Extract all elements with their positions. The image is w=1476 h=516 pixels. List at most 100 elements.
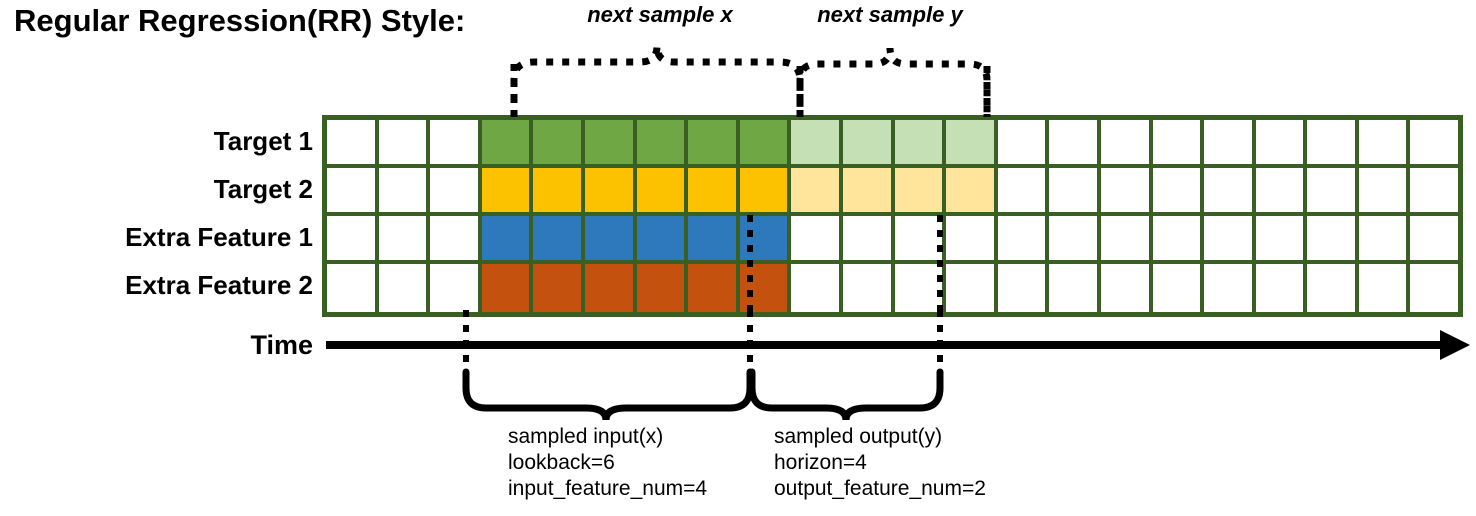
- grid-cell-extra-feature-2-18: [1255, 264, 1308, 312]
- grid-cell-extra-feature-2-16: [1152, 264, 1205, 312]
- grid-cell-extra-feature-2-1: [378, 264, 431, 312]
- row-label-extra-feature-1: Extra Feature 1: [125, 222, 313, 252]
- sampled-input-title: sampled input(x): [508, 425, 664, 448]
- grid-cell-target-1-10: [842, 120, 895, 168]
- grid-cell-target-1-13: [997, 120, 1050, 168]
- grid-cell-extra-feature-2-4: [533, 264, 585, 312]
- grid-cell-extra-feature-1-18: [1255, 216, 1308, 264]
- row-label-target-2: Target 2: [213, 174, 313, 204]
- page-title: Regular Regression(RR) Style:: [14, 3, 466, 38]
- grid-cell-target-2-5: [584, 168, 637, 216]
- grid-cell-target-1-4: [533, 120, 585, 168]
- annotation-sampled-input: sampled input(x) lookback=6 input_featur…: [508, 424, 707, 502]
- grid-cell-target-1-15: [1100, 120, 1153, 168]
- top-brace-next-sample-y: [796, 47, 991, 117]
- grid-cell-extra-feature-1-12: [946, 216, 998, 264]
- grid-row-target-2: [327, 168, 1459, 216]
- grid-cell-extra-feature-2-3: [481, 264, 534, 312]
- grid-cell-target-1-11: [894, 120, 947, 168]
- bottom-brace-sampled-input: [462, 368, 754, 421]
- grid-cell-target-1-7: [688, 120, 740, 168]
- grid-cell-extra-feature-2-13: [997, 264, 1050, 312]
- grid-cell-target-1-2: [430, 120, 482, 168]
- grid-cell-extra-feature-1-3: [481, 216, 534, 264]
- grid-cell-target-2-18: [1255, 168, 1308, 216]
- grid-cell-target-2-13: [997, 168, 1050, 216]
- row-label-column: Target 1 Target 2 Extra Feature 1 Extra …: [0, 117, 313, 309]
- grid-cell-target-2-7: [688, 168, 740, 216]
- grid-cell-target-2-21: [1410, 168, 1459, 216]
- grid-cell-extra-feature-2-9: [791, 264, 843, 312]
- grid-cell-extra-feature-2-19: [1307, 264, 1359, 312]
- grid-cell-target-2-14: [1049, 168, 1101, 216]
- annotation-next-sample-x: next sample x: [587, 2, 733, 27]
- row-label-target-1: Target 1: [213, 126, 313, 156]
- grid-cell-target-1-20: [1358, 120, 1411, 168]
- top-guide-lines: [510, 64, 991, 117]
- grid-cell-target-1-5: [584, 120, 637, 168]
- grid-cell-extra-feature-2-21: [1410, 264, 1459, 312]
- grid-cell-extra-feature-2-10: [842, 264, 895, 312]
- grid-cell-extra-feature-1-10: [842, 216, 895, 264]
- timeline-grid: [322, 115, 1463, 317]
- grid-cell-target-2-9: [791, 168, 843, 216]
- grid-cell-target-2-11: [894, 168, 947, 216]
- annotation-next-sample-y: next sample y: [817, 2, 963, 27]
- grid-cell-target-1-1: [378, 120, 431, 168]
- grid-cell-target-2-15: [1100, 168, 1153, 216]
- grid-cell-target-2-6: [636, 168, 689, 216]
- grid-cell-extra-feature-1-19: [1307, 216, 1359, 264]
- grid-cell-target-2-8: [739, 168, 792, 216]
- grid-cell-extra-feature-1-16: [1152, 216, 1205, 264]
- grid-cell-target-2-19: [1307, 168, 1359, 216]
- grid-cell-extra-feature-1-2: [430, 216, 482, 264]
- grid-cell-extra-feature-2-12: [946, 264, 998, 312]
- grid-cell-extra-feature-2-7: [688, 264, 740, 312]
- grid-cell-extra-feature-2-11: [894, 264, 947, 312]
- grid-cell-target-2-4: [533, 168, 585, 216]
- grid-cell-target-1-17: [1204, 120, 1256, 168]
- sampled-output-featnum: output_feature_num=2: [774, 477, 986, 500]
- grid-cell-target-1-0: [327, 120, 379, 168]
- grid-cell-target-1-21: [1410, 120, 1459, 168]
- time-axis-arrow: [326, 330, 1470, 360]
- grid-cell-extra-feature-2-0: [327, 264, 379, 312]
- sampled-output-horizon: horizon=4: [774, 451, 867, 474]
- grid-cell-extra-feature-1-14: [1049, 216, 1101, 264]
- grid-cell-target-2-10: [842, 168, 895, 216]
- grid-cell-extra-feature-1-13: [997, 216, 1050, 264]
- grid-cell-target-2-0: [327, 168, 379, 216]
- annotation-sampled-output: sampled output(y) horizon=4 output_featu…: [774, 424, 986, 502]
- grid-cell-extra-feature-1-0: [327, 216, 379, 264]
- grid-cell-target-2-12: [946, 168, 998, 216]
- grid-cell-target-1-8: [739, 120, 792, 168]
- grid-cell-extra-feature-1-21: [1410, 216, 1459, 264]
- grid-cell-target-2-20: [1358, 168, 1411, 216]
- grid-cell-extra-feature-1-9: [791, 216, 843, 264]
- top-brace-next-sample-x: [510, 45, 804, 117]
- sampled-output-title: sampled output(y): [774, 425, 943, 448]
- grid-cell-extra-feature-1-11: [894, 216, 947, 264]
- grid-cell-target-2-17: [1204, 168, 1256, 216]
- grid-cell-extra-feature-1-17: [1204, 216, 1256, 264]
- time-axis-label: Time: [250, 330, 313, 360]
- grid-cell-target-1-14: [1049, 120, 1101, 168]
- row-label-extra-feature-2: Extra Feature 2: [125, 270, 313, 300]
- grid-cell-target-2-2: [430, 168, 482, 216]
- grid-cell-target-1-9: [791, 120, 843, 168]
- grid-cell-extra-feature-1-4: [533, 216, 585, 264]
- sampled-input-featnum: input_feature_num=4: [508, 477, 708, 500]
- grid-cell-extra-feature-1-20: [1358, 216, 1411, 264]
- grid-row-extra-feature-1: [327, 216, 1459, 264]
- grid-cell-target-1-18: [1255, 120, 1308, 168]
- grid-cell-extra-feature-2-20: [1358, 264, 1411, 312]
- grid-cell-target-1-16: [1152, 120, 1205, 168]
- grid-cell-extra-feature-2-5: [584, 264, 637, 312]
- grid-cell-extra-feature-2-14: [1049, 264, 1101, 312]
- grid-cell-extra-feature-1-6: [636, 216, 689, 264]
- bottom-brace-sampled-output: [748, 368, 944, 421]
- grid-row-target-1: [327, 120, 1459, 168]
- grid-cell-extra-feature-1-1: [378, 216, 431, 264]
- grid-cell-target-1-6: [636, 120, 689, 168]
- grid-cell-extra-feature-2-6: [636, 264, 689, 312]
